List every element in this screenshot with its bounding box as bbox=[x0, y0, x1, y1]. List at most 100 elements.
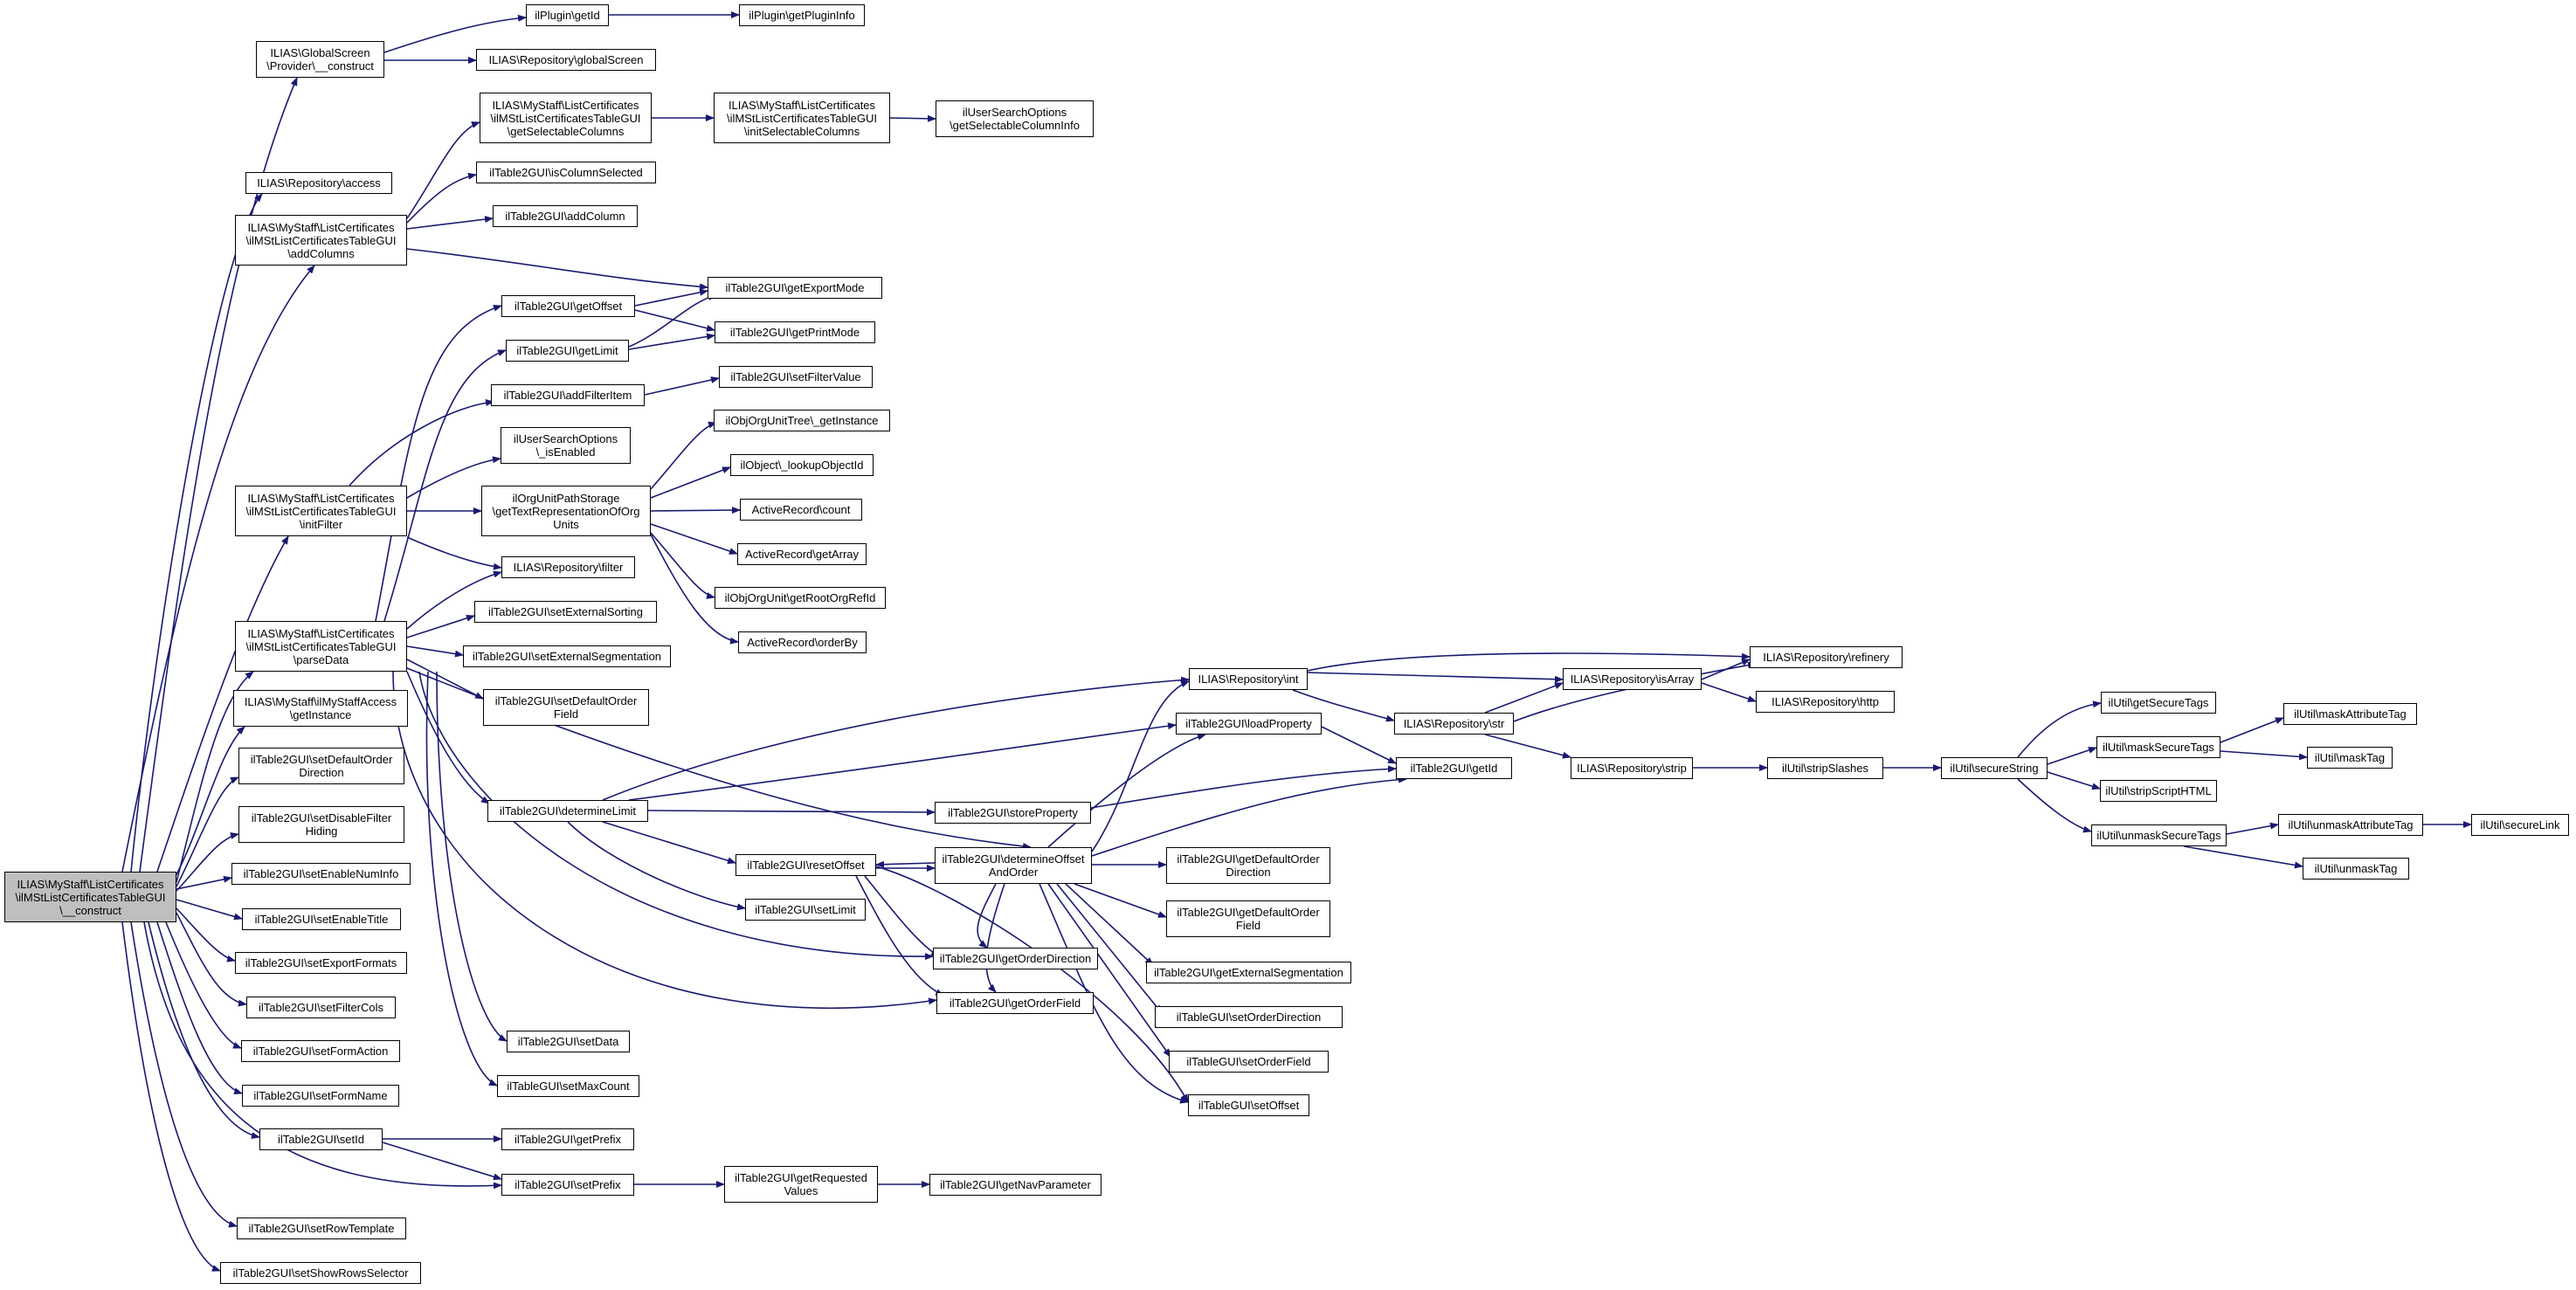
node-set-id[interactable]: ilTable2GUI\setId bbox=[259, 1128, 383, 1150]
node-init-selectable-columns[interactable]: ILIAS\MyStaff\ListCertificates \ilMStLis… bbox=[714, 93, 890, 143]
node-set-export-formats[interactable]: ilTable2GUI\setExportFormats bbox=[235, 952, 407, 974]
node-get-external-segmentation[interactable]: ilTable2GUI\getExternalSegmentation bbox=[1146, 962, 1351, 983]
edge-is-array-http bbox=[1701, 682, 1757, 702]
node-ar-order-by[interactable]: ActiveRecord\orderBy bbox=[738, 631, 867, 653]
node-set-default-order-direction[interactable]: ilTable2GUI\setDefaultOrder Direction bbox=[238, 748, 404, 784]
edge-root-set-default-order-direction bbox=[176, 776, 239, 887]
edge-root-gs-construct bbox=[139, 77, 298, 873]
node-lookup-object-id[interactable]: ilObject\_lookupObjectId bbox=[730, 454, 874, 476]
node-util-secure-link[interactable]: ilUtil\secureLink bbox=[2471, 814, 2569, 836]
node-get-default-order-direction[interactable]: ilTable2GUI\getDefaultOrder Direction bbox=[1166, 847, 1330, 884]
node-get-order-field[interactable]: ilTable2GUI\getOrderField bbox=[936, 992, 1094, 1014]
node-util-unmask-secure-tags[interactable]: ilUtil\unmaskSecureTags bbox=[2091, 824, 2227, 846]
node-set-external-segmentation[interactable]: ilTable2GUI\setExternalSegmentation bbox=[463, 645, 671, 667]
node-set-default-order-field[interactable]: ilTable2GUI\setDefaultOrder Field bbox=[483, 689, 649, 726]
edge-group bbox=[121, 11, 2472, 1272]
node-org-unit-path-storage[interactable]: ilOrgUnitPathStorage \getTextRepresentat… bbox=[481, 486, 651, 536]
node-uso-is-enabled[interactable]: ilUserSearchOptions \_isEnabled bbox=[501, 427, 631, 464]
node-set-data[interactable]: ilTable2GUI\setData bbox=[507, 1031, 630, 1052]
node-table-get-id[interactable]: ilTable2GUI\getId bbox=[1396, 757, 1512, 779]
node-get-nav-parameter[interactable]: ilTable2GUI\getNavParameter bbox=[929, 1174, 1102, 1196]
node-mystaff-get-instance[interactable]: ILIAS\MyStaff\ilMyStaffAccess \getInstan… bbox=[233, 690, 408, 727]
edge-init-filter-uso-is-enabled bbox=[406, 456, 501, 499]
node-set-enable-title[interactable]: ilTable2GUI\setEnableTitle bbox=[242, 908, 401, 930]
node-set-form-action[interactable]: ilTable2GUI\setFormAction bbox=[241, 1040, 400, 1062]
node-get-limit[interactable]: ilTable2GUI\getLimit bbox=[506, 340, 629, 362]
edge-init-filter-repo-filter bbox=[406, 536, 502, 570]
node-set-show-rows-selector[interactable]: ilTable2GUI\setShowRowsSelector bbox=[220, 1262, 421, 1284]
node-repo-int[interactable]: ILIAS\Repository\int bbox=[1189, 668, 1308, 690]
node-util-unmask-attribute-tag[interactable]: ilUtil\unmaskAttributeTag bbox=[2278, 814, 2423, 836]
node-set-filter-cols[interactable]: ilTable2GUI\setFilterCols bbox=[246, 997, 396, 1018]
node-get-print-mode[interactable]: ilTable2GUI\getPrintMode bbox=[715, 321, 875, 343]
node-set-form-name[interactable]: ilTable2GUI\setFormName bbox=[242, 1085, 399, 1107]
edge-mask-secure-mask-tag bbox=[2220, 750, 2308, 761]
node-set-row-template[interactable]: ilTable2GUI\setRowTemplate bbox=[237, 1218, 406, 1239]
node-determine-offset-and-order[interactable]: ilTable2GUI\determineOffset AndOrder bbox=[935, 847, 1092, 884]
node-util-strip-script-html[interactable]: ilUtil\stripScriptHTML bbox=[2100, 780, 2217, 802]
node-util-get-secure-tags[interactable]: ilUtil\getSecureTags bbox=[2101, 692, 2216, 714]
edge-secure-string-strip-script-html bbox=[2047, 771, 2101, 790]
node-load-property[interactable]: ilTable2GUI\loadProperty bbox=[1176, 713, 1322, 735]
node-util-strip-slashes[interactable]: ilUtil\stripSlashes bbox=[1767, 757, 1883, 779]
edge-add-columns-add-column bbox=[406, 216, 494, 230]
node-plugin-getinfo[interactable]: ilPlugin\getPluginInfo bbox=[739, 4, 865, 26]
node-get-requested-values[interactable]: ilTable2GUI\getRequested Values bbox=[724, 1166, 878, 1203]
edge-root-set-row-template bbox=[130, 921, 238, 1228]
node-get-prefix[interactable]: ilTable2GUI\getPrefix bbox=[501, 1128, 634, 1150]
node-add-column[interactable]: ilTable2GUI\addColumn bbox=[493, 205, 638, 227]
node-util-unmask-tag[interactable]: ilUtil\unmaskTag bbox=[2303, 858, 2409, 880]
node-set-order-field[interactable]: ilTableGUI\setOrderField bbox=[1169, 1051, 1329, 1073]
node-repo-globalscreen[interactable]: ILIAS\Repository\globalScreen bbox=[476, 49, 656, 71]
edge-parse-data-set-external-segmentation bbox=[406, 645, 464, 658]
node-repo-access[interactable]: ILIAS\Repository\access bbox=[245, 172, 392, 194]
node-plugin-getid[interactable]: ilPlugin\getId bbox=[526, 4, 609, 26]
node-set-order-direction[interactable]: ilTableGUI\setOrderDirection bbox=[1155, 1006, 1343, 1028]
edge-secure-string-unmask-secure-tags bbox=[2017, 778, 2092, 833]
node-add-filter-item[interactable]: ilTable2GUI\addFilterItem bbox=[491, 384, 645, 406]
node-get-default-order-field[interactable]: ilTable2GUI\getDefaultOrder Field bbox=[1166, 900, 1330, 937]
node-gs-construct[interactable]: ILIAS\GlobalScreen \Provider\__construct bbox=[256, 41, 384, 78]
node-is-column-selected[interactable]: ilTable2GUI\isColumnSelected bbox=[476, 162, 656, 183]
node-set-offset[interactable]: ilTableGUI\setOffset bbox=[1188, 1094, 1309, 1116]
node-set-prefix[interactable]: ilTable2GUI\setPrefix bbox=[501, 1174, 634, 1196]
node-repo-filter[interactable]: ILIAS\Repository\filter bbox=[501, 556, 635, 578]
node-parse-data[interactable]: ILIAS\MyStaff\ListCertificates \ilMStLis… bbox=[235, 621, 407, 672]
node-store-property[interactable]: ilTable2GUI\storeProperty bbox=[935, 802, 1091, 824]
node-ar-get-array[interactable]: ActiveRecord\getArray bbox=[737, 543, 867, 565]
node-root-construct[interactable]: ILIAS\MyStaff\ListCertificates \ilMStLis… bbox=[4, 872, 176, 922]
node-util-mask-attribute-tag[interactable]: ilUtil\maskAttributeTag bbox=[2283, 703, 2417, 725]
node-add-columns[interactable]: ILIAS\MyStaff\ListCertificates \ilMStLis… bbox=[235, 215, 407, 266]
edge-add-filter-item-set-filter-value bbox=[644, 376, 720, 396]
node-util-mask-tag[interactable]: ilUtil\maskTag bbox=[2307, 747, 2393, 769]
node-init-filter[interactable]: ILIAS\MyStaff\ListCertificates \ilMStLis… bbox=[235, 486, 407, 536]
node-get-selectable-columns[interactable]: ILIAS\MyStaff\ListCertificates \ilMStLis… bbox=[480, 93, 652, 143]
edge-root-set-show-rows-selector bbox=[121, 921, 221, 1272]
node-get-offset[interactable]: ilTable2GUI\getOffset bbox=[501, 295, 635, 317]
node-get-order-direction[interactable]: ilTable2GUI\getOrderDirection bbox=[933, 948, 1098, 969]
node-util-mask-secure-tags[interactable]: ilUtil\maskSecureTags bbox=[2096, 736, 2220, 758]
node-set-external-sorting[interactable]: ilTable2GUI\setExternalSorting bbox=[474, 601, 657, 623]
node-repo-str[interactable]: ILIAS\Repository\str bbox=[1394, 713, 1514, 735]
node-org-unit-tree-get-instance[interactable]: ilObjOrgUnitTree\_getInstance bbox=[714, 410, 890, 431]
edge-int-is-array bbox=[1307, 672, 1564, 683]
node-uso-get-selectable-column-info[interactable]: ilUserSearchOptions \getSelectableColumn… bbox=[936, 100, 1094, 137]
edge-path-org-unit-tree bbox=[650, 421, 717, 490]
node-set-filter-value[interactable]: ilTable2GUI\setFilterValue bbox=[719, 366, 873, 388]
node-determine-limit[interactable]: ilTable2GUI\determineLimit bbox=[487, 800, 648, 822]
node-get-export-mode[interactable]: ilTable2GUI\getExportMode bbox=[708, 277, 882, 299]
node-set-max-count[interactable]: ilTableGUI\setMaxCount bbox=[497, 1075, 639, 1097]
edge-root-set-id bbox=[148, 921, 260, 1140]
node-set-disable-filter-hiding[interactable]: ilTable2GUI\setDisableFilter Hiding bbox=[238, 806, 404, 843]
node-repo-http[interactable]: ILIAS\Repository\http bbox=[1756, 691, 1895, 713]
node-set-enable-num-info[interactable]: ilTable2GUI\setEnableNumInfo bbox=[231, 863, 411, 885]
node-repo-strip[interactable]: ILIAS\Repository\strip bbox=[1571, 757, 1693, 779]
node-get-root-org-ref-id[interactable]: ilObjOrgUnit\getRootOrgRefId bbox=[715, 587, 886, 609]
node-set-limit[interactable]: ilTable2GUI\setLimit bbox=[745, 899, 866, 921]
node-repo-refinery[interactable]: ILIAS\Repository\refinery bbox=[1750, 646, 1903, 668]
node-repo-is-array[interactable]: ILIAS\Repository\isArray bbox=[1563, 668, 1702, 690]
node-util-secure-string[interactable]: ilUtil\secureString bbox=[1941, 757, 2048, 779]
node-ar-count[interactable]: ActiveRecord\count bbox=[740, 499, 862, 521]
edge-init-selectable-uso-info bbox=[889, 114, 936, 122]
node-reset-offset[interactable]: ilTable2GUI\resetOffset bbox=[736, 854, 876, 876]
